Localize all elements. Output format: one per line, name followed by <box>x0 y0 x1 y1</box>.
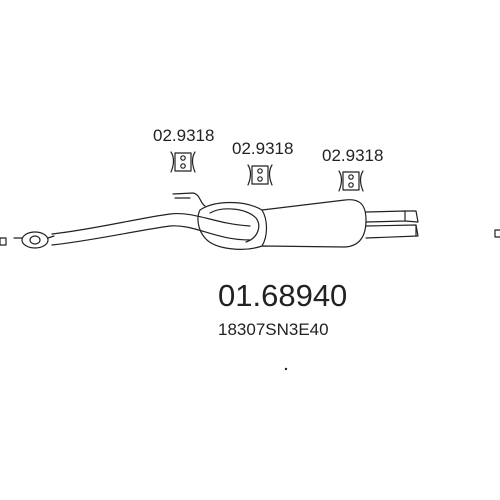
rubber-hanger-3 <box>338 170 364 192</box>
hanger-label-2: 02.9318 <box>232 139 293 158</box>
hanger-label-3: 02.9318 <box>322 146 383 165</box>
intermediate-pipe <box>51 192 251 246</box>
rear-muffler <box>197 199 367 250</box>
hanger-label-1: 02.9318 <box>153 126 214 145</box>
front-flange <box>13 231 55 249</box>
rubber-hanger-1 <box>170 151 196 173</box>
right-edge-marker <box>494 229 500 238</box>
left-edge-marker <box>0 237 7 246</box>
reference-dot <box>284 367 288 371</box>
rubber-hanger-2 <box>247 164 273 186</box>
part-number: 01.68940 <box>218 278 347 313</box>
oem-number: 18307SN3E40 <box>218 320 329 339</box>
tail-pipes <box>365 210 419 239</box>
